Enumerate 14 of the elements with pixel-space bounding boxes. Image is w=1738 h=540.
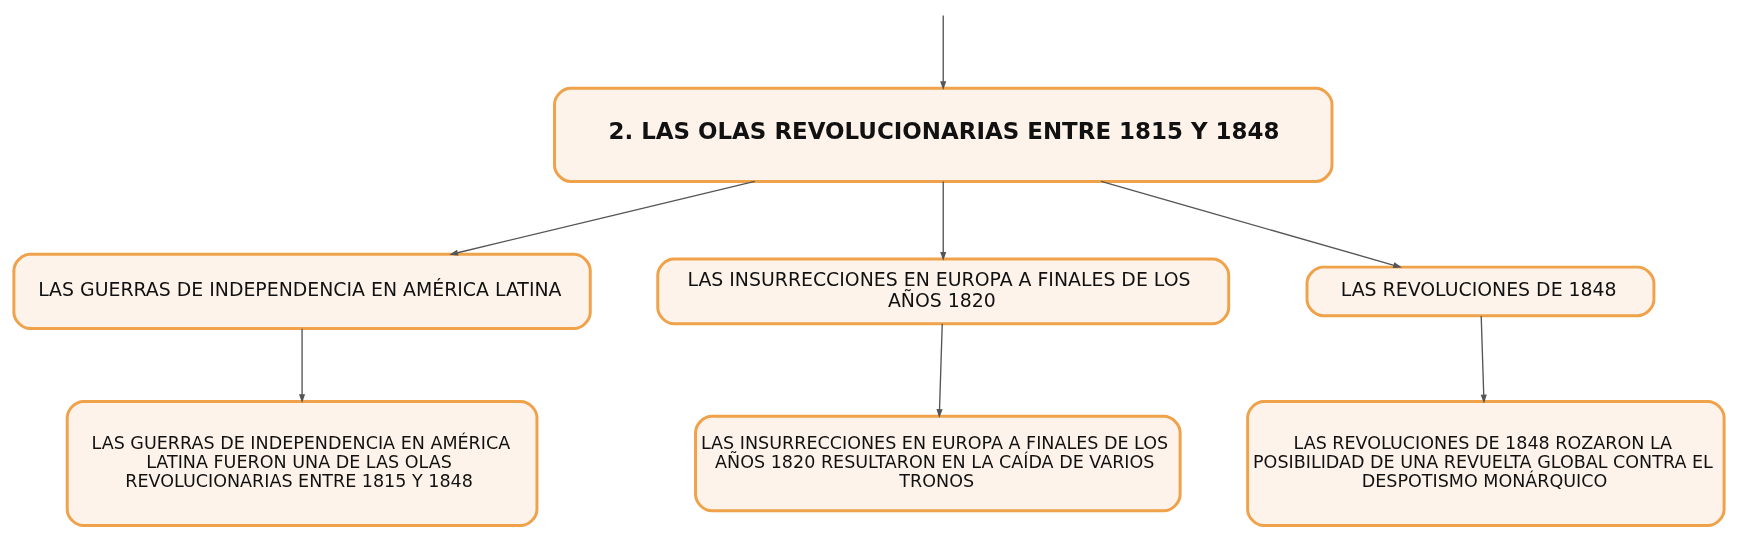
arrow	[1480, 315, 1487, 404]
node-box: LAS INSURRECCIONES EN EUROPA A FINALES DE LOS AÑOS 1820	[656, 257, 1231, 326]
arrow	[940, 180, 947, 261]
node-box: LAS REVOLUCIONES DE 1848 ROZARON LA POSIBILIDAD DE UNA REVUELTA GLOBAL CONTRA EL DESPOTISMO MONÁRQUICO	[1246, 399, 1726, 528]
node-box: LAS GUERRAS DE INDEPENDENCIA EN AMÉRICA LATINA FUERON UNA DE LAS OLAS REVOLUCIONARIAS ENTRE 1815 Y 1848	[65, 399, 539, 528]
arrow	[940, 14, 947, 90]
arrow	[449, 180, 756, 256]
arrow	[299, 328, 306, 403]
arrow	[936, 323, 943, 418]
node-box: LAS REVOLUCIONES DE 1848	[1305, 265, 1656, 318]
node-box: LAS GUERRAS DE INDEPENDENCIA EN AMÉRICA LATINA	[12, 252, 592, 330]
node-box: LAS INSURRECCIONES EN EUROPA A FINALES DE LOS AÑOS 1820 RESULTARON EN LA CAÍDA DE VARIOS TRONOS	[694, 414, 1182, 513]
arrow	[1100, 180, 1402, 269]
node-box: 2. LAS OLAS REVOLUCIONARIAS ENTRE 1815 Y 1848	[553, 86, 1334, 183]
